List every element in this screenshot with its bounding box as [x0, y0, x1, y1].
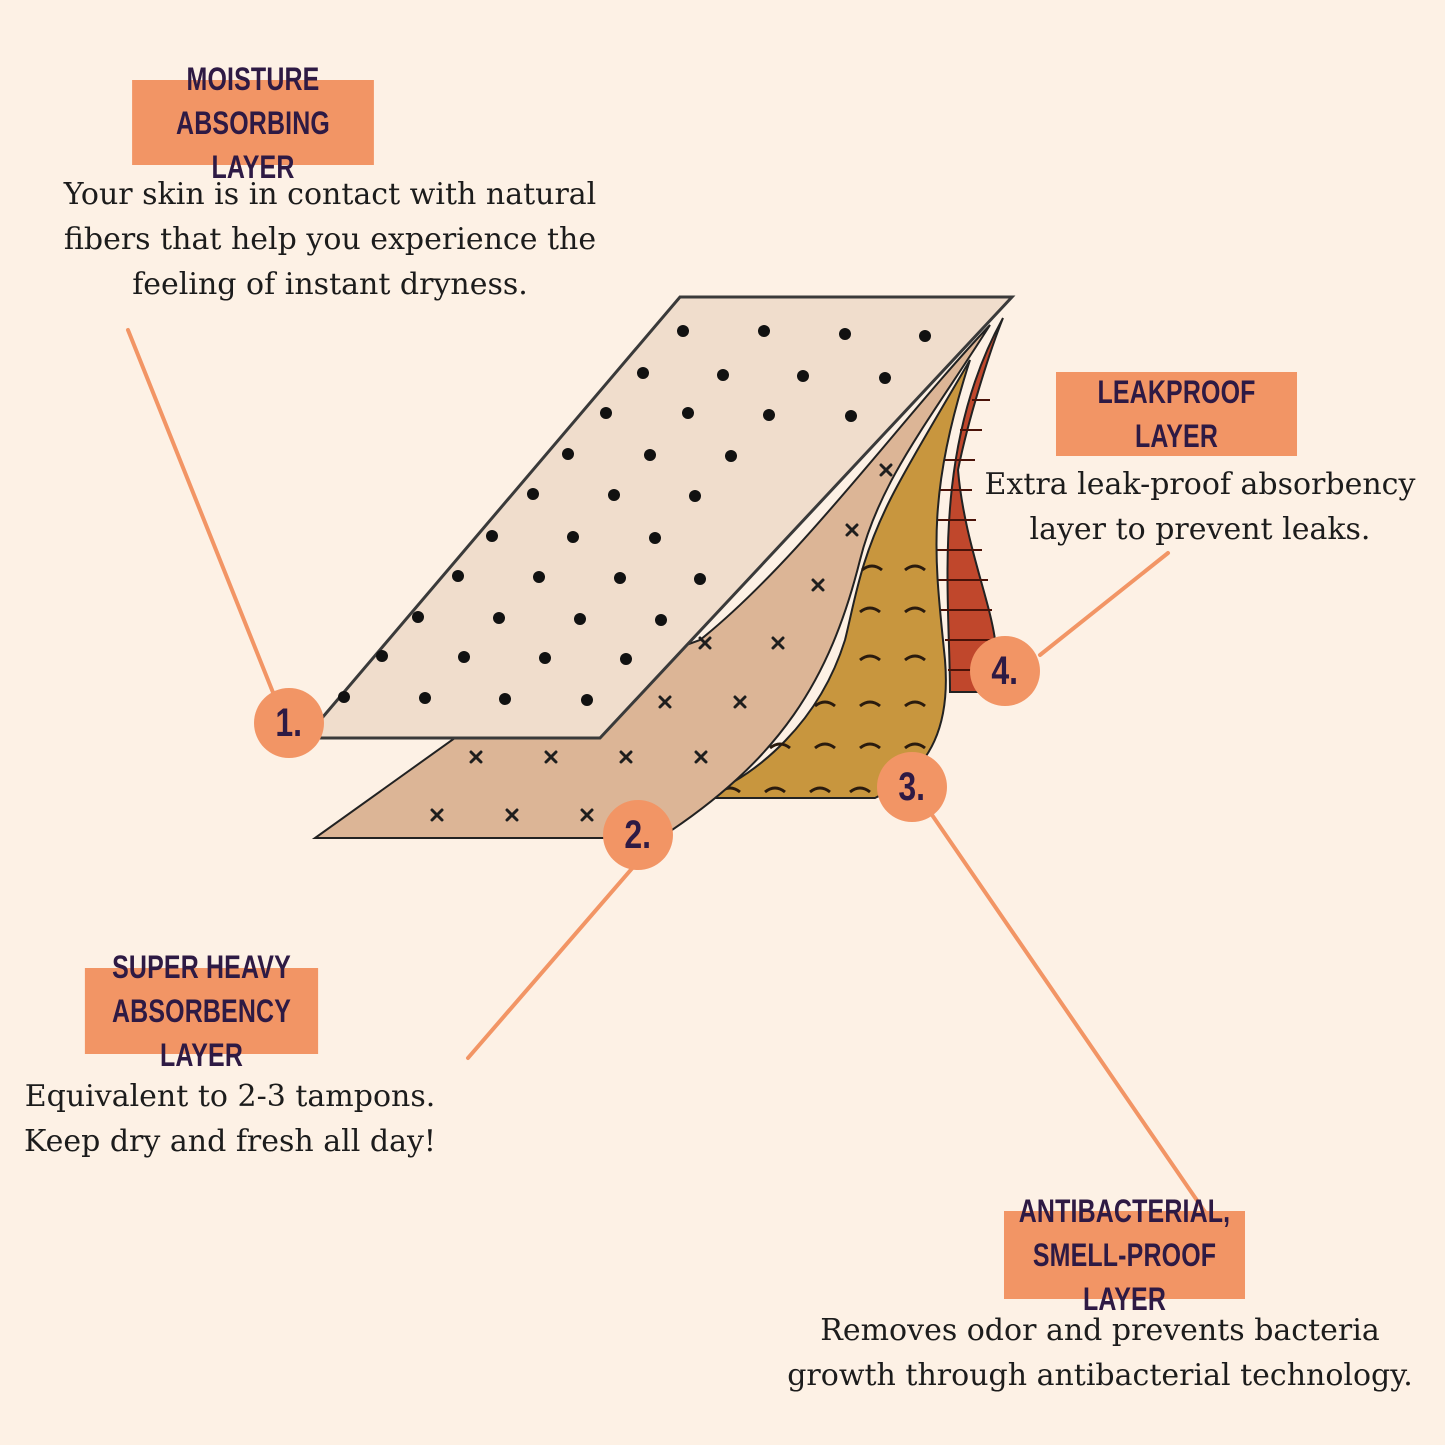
- antibacterial-layer-title-box: Antibacterial, smell-proof layer: [1003, 1193, 1246, 1317]
- moisture-layer-title-box: Moisture absorbing layer: [132, 61, 374, 185]
- leakproof-stripes: [932, 399, 995, 671]
- moisture-layer-title-line-2: layer: [211, 148, 295, 185]
- top-layer-dots: [338, 325, 931, 706]
- odor-layer-shape: [699, 359, 971, 799]
- connector-line-4: [1038, 551, 1170, 657]
- connector-line-2: [466, 863, 637, 1060]
- moisture-layer-title-line-1: Moisture absorbing: [176, 60, 330, 141]
- leakproof-layer-shape: [946, 317, 1004, 693]
- badge-1: 1.: [254, 688, 324, 758]
- absorbent-layer-shape: [311, 324, 991, 839]
- antibacterial-layer-description: Removes odor and prevents bacteria growt…: [787, 1313, 1413, 1393]
- antibacterial-layer-title-line-1: Antibacterial,: [1018, 1193, 1231, 1229]
- absorbency-layer-title-line-1: Super heavy: [112, 949, 291, 985]
- badge-2: 2.: [603, 800, 673, 870]
- connector-line-3: [928, 810, 1207, 1214]
- absorbency-layer-title-line-2: absorbency layer: [111, 993, 292, 1073]
- leakproof-layer-title-line-1: Leakproof layer: [1097, 374, 1256, 454]
- connector-line-1: [126, 328, 284, 717]
- absorbency-layer-title-box: Super heavy absorbency layer: [84, 949, 319, 1073]
- badge-3: 3.: [877, 752, 947, 822]
- leakproof-layer-title-box: Leakproof layer: [1055, 372, 1298, 456]
- badge-4: 4.: [970, 636, 1040, 706]
- odor-arcs: [719, 564, 926, 794]
- leakproof-layer-description: Extra leak-proof absorbency layer to pre…: [984, 467, 1416, 547]
- moisture-layer-description: Your skin is in contact with natural fib…: [63, 177, 597, 302]
- absorbency-layer-description: Equivalent to 2-3 tampons. Keep dry and …: [24, 1079, 436, 1159]
- antibacterial-layer-title-line-2: smell-proof layer: [1032, 1237, 1217, 1317]
- absorbent-crosses: [430, 463, 893, 822]
- top-layer-shape: [301, 295, 1016, 740]
